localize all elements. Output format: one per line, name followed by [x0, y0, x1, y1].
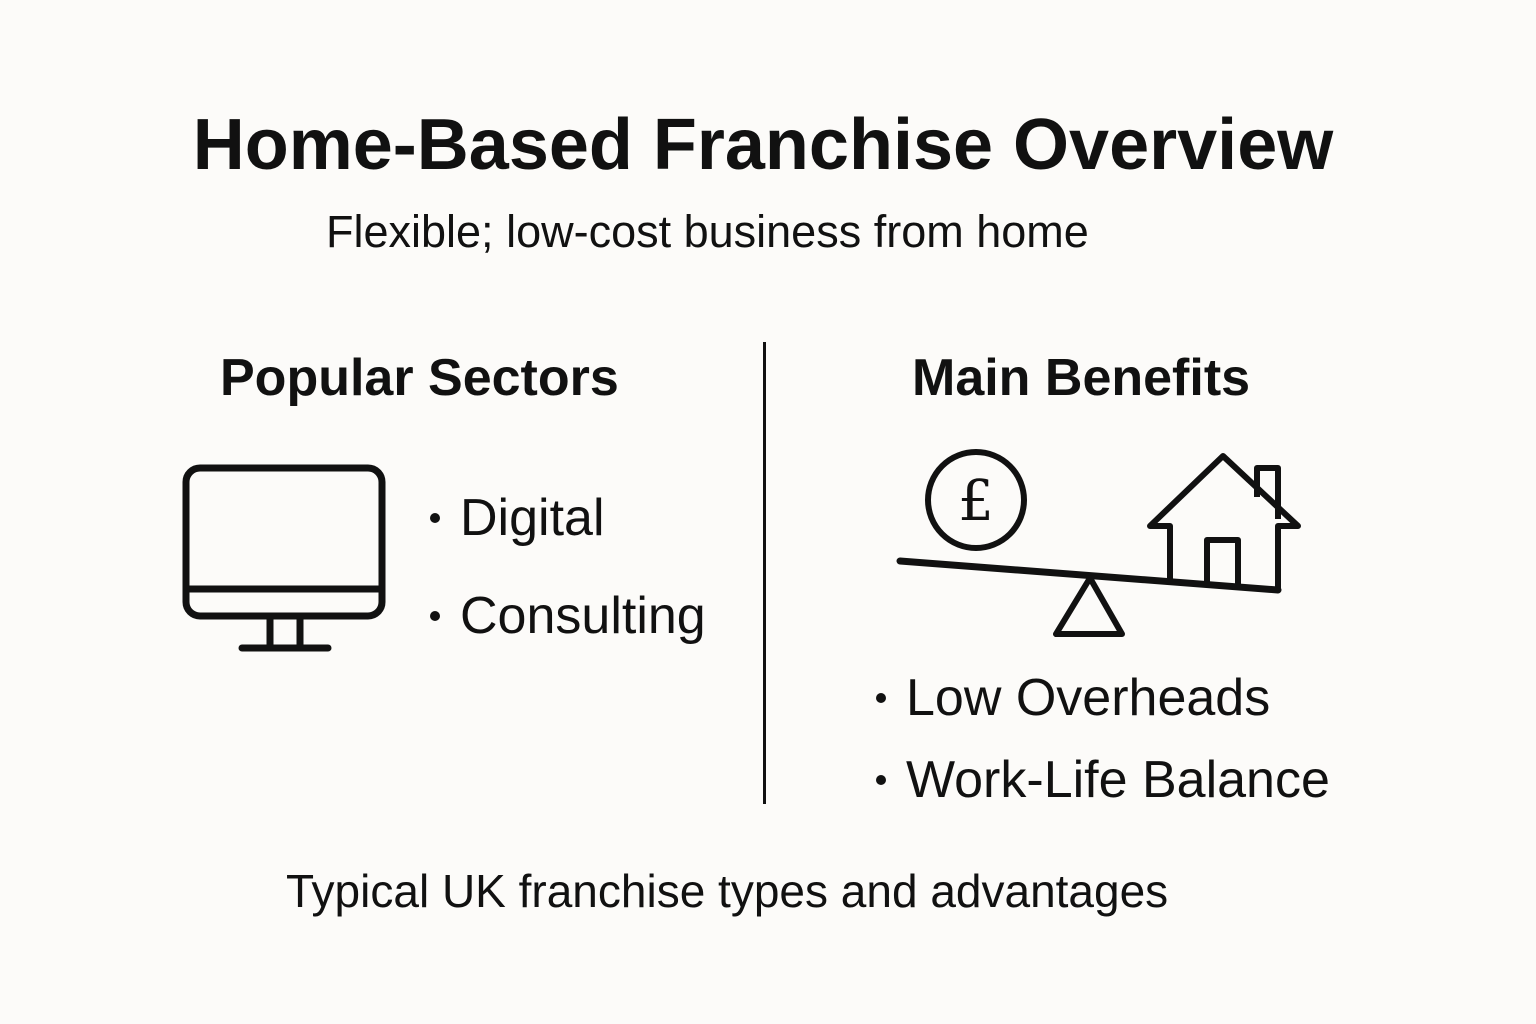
bullet-icon [876, 775, 886, 786]
column-divider [763, 342, 766, 804]
bullet-icon [430, 611, 440, 622]
main-benefits-heading: Main Benefits [912, 349, 1251, 407]
sector-item: Consulting [430, 586, 706, 646]
bullet-icon [876, 693, 886, 704]
bullet-icon [430, 513, 440, 524]
subtitle: Flexible; low-cost business from home [326, 206, 1089, 257]
benefit-item: Low Overheads [876, 668, 1270, 728]
pound-icon: £ [958, 469, 994, 534]
page-title: Home-Based Franchise Overview [192, 105, 1334, 185]
sector-item: Digital [430, 488, 605, 548]
computer-monitor-icon [182, 464, 386, 652]
benefit-item: Work-Life Balance [876, 750, 1330, 810]
popular-sectors-heading: Popular Sectors [220, 349, 619, 407]
pound-coin-house-balance-scale-icon: £ [896, 449, 1301, 637]
footer-caption: Typical UK franchise types and advantage… [286, 865, 1169, 917]
